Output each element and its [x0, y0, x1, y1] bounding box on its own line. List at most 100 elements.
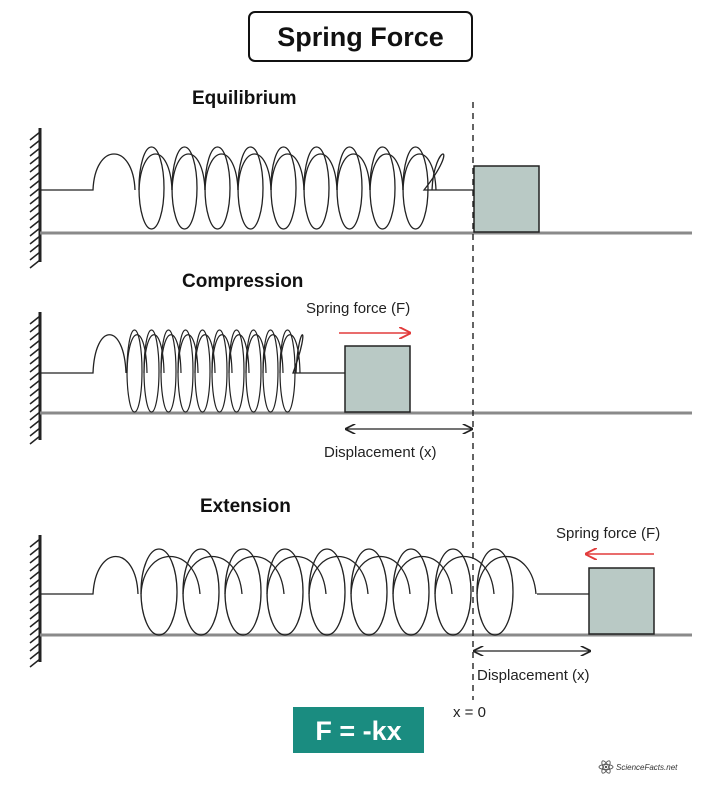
brand-name: ScienceFacts.net	[616, 763, 678, 772]
formula-box	[293, 707, 424, 753]
spring-coil-top	[266, 556, 327, 595]
spring-coil-top	[303, 153, 338, 191]
spring-coil	[392, 548, 430, 636]
title-box	[248, 11, 473, 62]
block-compression	[344, 345, 411, 413]
wall-hatch	[29, 435, 41, 445]
wall-hatch	[29, 195, 41, 205]
spring-coil	[237, 146, 264, 230]
spring-coil-top	[270, 153, 305, 191]
spring-coil	[177, 329, 194, 413]
wall-hatch	[29, 219, 41, 229]
spring-coil	[171, 146, 198, 230]
wall-hatch	[29, 650, 41, 660]
spring-coil-top	[392, 556, 453, 595]
spring-equilibrium	[40, 146, 474, 230]
wall-hatch	[29, 243, 41, 253]
spring-compression	[40, 329, 345, 413]
spring-coil	[308, 548, 346, 636]
spring-coil-top	[350, 556, 411, 595]
spring-tail	[292, 334, 345, 374]
wall-hatch	[29, 331, 41, 341]
equilibrium-row	[29, 128, 692, 269]
wall-hatch	[29, 586, 41, 596]
wall-hatch	[29, 339, 41, 349]
spring-coil-top	[308, 556, 369, 595]
spring-coil-top	[434, 556, 495, 595]
spring-coil-top	[138, 153, 173, 191]
wall-hatch	[29, 315, 41, 325]
wall-hatch	[29, 187, 41, 197]
wall-hatch	[29, 379, 41, 389]
wall-hatch	[29, 371, 41, 381]
spring-coil	[350, 548, 388, 636]
block-extension	[588, 567, 655, 635]
spring-lead	[40, 153, 136, 191]
wall-hatch	[29, 562, 41, 572]
brand-logo: ScienceFacts.net	[598, 760, 678, 774]
spring-tail	[422, 153, 474, 191]
wall-hatch	[29, 347, 41, 357]
spring-coil	[182, 548, 220, 636]
equilibrium-heading: Equilibrium	[192, 88, 297, 109]
spring-coil-top	[262, 334, 284, 374]
spring-coil	[266, 548, 304, 636]
spring-coil-top	[143, 334, 165, 374]
wall-hatch	[29, 387, 41, 397]
wall-hatch	[29, 259, 41, 269]
wall-hatch	[29, 403, 41, 413]
spring-coil-top	[476, 556, 537, 595]
spring-coil	[204, 146, 231, 230]
spring-coil	[270, 146, 297, 230]
compression-row: Spring force (F) Displacement (x)	[29, 300, 692, 461]
spring-coil	[126, 329, 143, 413]
extension-row: Spring force (F) Displacement (x)	[29, 525, 692, 684]
spring-coil-top	[182, 556, 243, 595]
wall-hatch	[29, 554, 41, 564]
wall-hatch	[29, 411, 41, 421]
spring-coil	[369, 146, 396, 230]
spring-coil-top	[177, 334, 199, 374]
spring-coil	[336, 146, 363, 230]
spring-coil	[228, 329, 245, 413]
wall-hatch	[29, 634, 41, 644]
spring-coil	[262, 329, 279, 413]
block-equilibrium	[473, 165, 540, 233]
formula-text: F = -kx	[315, 716, 401, 746]
wall-hatch	[29, 235, 41, 245]
spring-coil	[402, 146, 429, 230]
spring-coil	[434, 548, 472, 636]
wall-hatch	[29, 395, 41, 405]
wall-compression	[29, 312, 42, 445]
wall-hatch	[29, 147, 41, 157]
wall-hatch	[29, 594, 41, 604]
origin-label: x = 0	[453, 704, 486, 721]
atom-icon	[598, 760, 614, 774]
spring-coil	[143, 329, 160, 413]
wall-hatch	[29, 626, 41, 636]
spring-coil-top	[171, 153, 206, 191]
spring-coil	[160, 329, 177, 413]
spring-coil-top	[126, 334, 148, 374]
wall-hatch	[29, 602, 41, 612]
spring-coil-top	[402, 153, 437, 191]
wall-hatch	[29, 658, 41, 668]
wall-hatch	[29, 642, 41, 652]
displacement-label-compression: Displacement (x)	[324, 444, 437, 461]
spring-coil-top	[245, 334, 267, 374]
wall-hatch	[29, 179, 41, 189]
wall-hatch	[29, 355, 41, 365]
wall-hatch	[29, 427, 41, 437]
wall-hatch	[29, 323, 41, 333]
spring-coil	[140, 548, 178, 636]
wall-hatch	[29, 171, 41, 181]
wall-hatch	[29, 131, 41, 141]
spring-coil-top	[336, 153, 371, 191]
wall-hatch	[29, 163, 41, 173]
spring-coil-top	[279, 334, 301, 374]
spring-coil-top	[194, 334, 216, 374]
spring-coil	[245, 329, 262, 413]
spring-force-label-compression: Spring force (F)	[306, 300, 410, 317]
spring-coil-top	[160, 334, 182, 374]
wall-hatch	[29, 419, 41, 429]
